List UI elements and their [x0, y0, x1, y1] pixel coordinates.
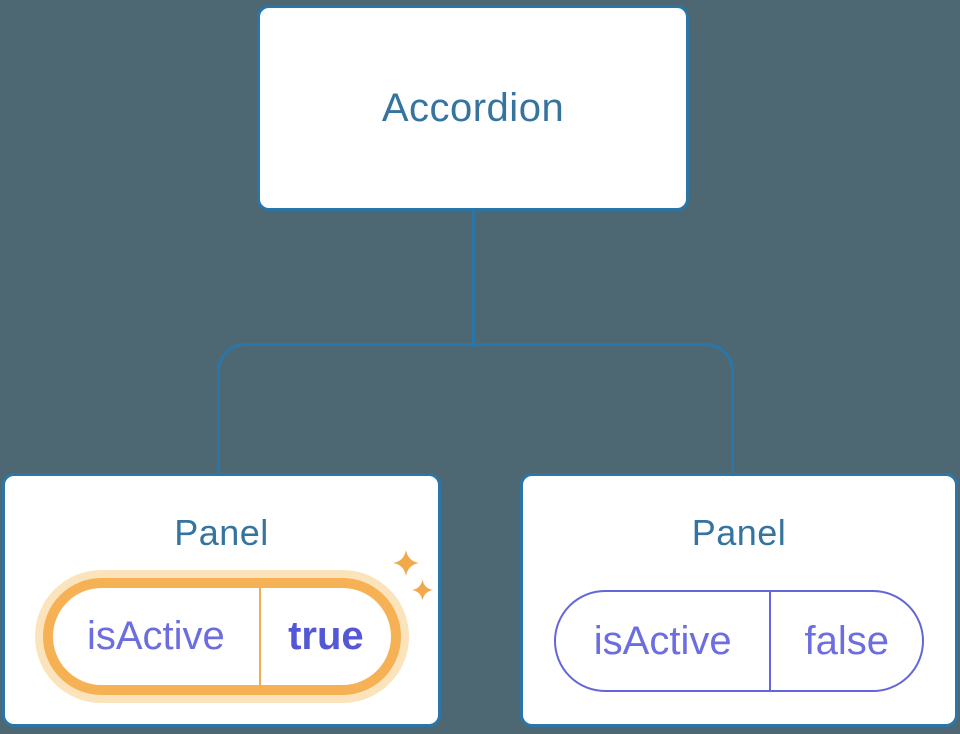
state-prop-value: false — [804, 618, 889, 663]
state-prop-name: isActive — [53, 588, 261, 685]
state-pill-active: isActive true — [43, 578, 401, 695]
state-pill-inactive: isActive false — [554, 590, 924, 692]
state-prop-name: isActive — [556, 592, 772, 690]
panel-node-active: Panel isActive true — [2, 473, 441, 727]
accordion-node-label: Accordion — [381, 85, 565, 130]
panel-title: Panel — [691, 512, 787, 553]
accordion-node: Accordion — [257, 5, 689, 211]
connector-stem — [471, 209, 475, 347]
panel-title: Panel — [174, 512, 269, 553]
state-prop-value: true — [288, 614, 364, 658]
panel-node-inactive: Panel isActive false — [520, 473, 958, 727]
connector-branches — [217, 343, 734, 474]
